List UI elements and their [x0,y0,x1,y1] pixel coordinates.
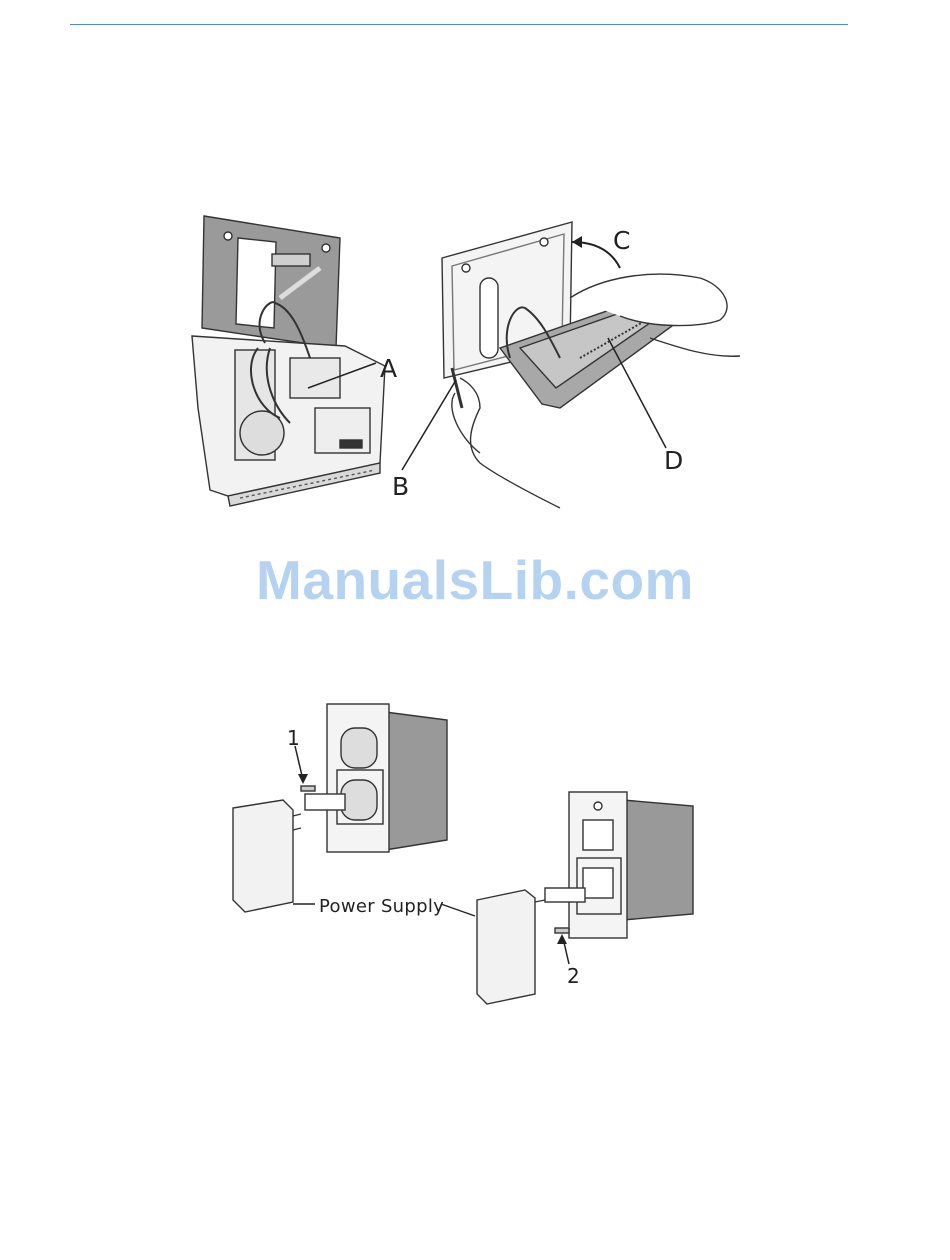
watermark: ManualsLib.com [0,548,950,612]
right-thermostat-lifting [442,222,740,508]
left-power-supply [233,800,301,912]
header-rule [70,24,848,25]
right-outlet [545,792,693,938]
callout-d-leader [608,338,666,448]
right-power-supply [477,890,545,1004]
callout-1: 1 [287,728,300,748]
callout-c: C [613,228,630,253]
left-thermostat-open [192,216,385,506]
callout-b: B [392,474,409,499]
callout-2: 2 [567,966,580,986]
power-supply-leader-right [441,904,475,916]
power-supply-label: Power Supply [319,896,444,917]
callout-a: A [380,356,397,381]
left-outlet [305,704,447,852]
thermostat-removal-figure: A B C D [180,208,760,518]
power-supply-figure: 1 2 Power Supply [215,690,735,1020]
callout-d: D [664,448,683,473]
callout-b-leader [402,380,456,470]
